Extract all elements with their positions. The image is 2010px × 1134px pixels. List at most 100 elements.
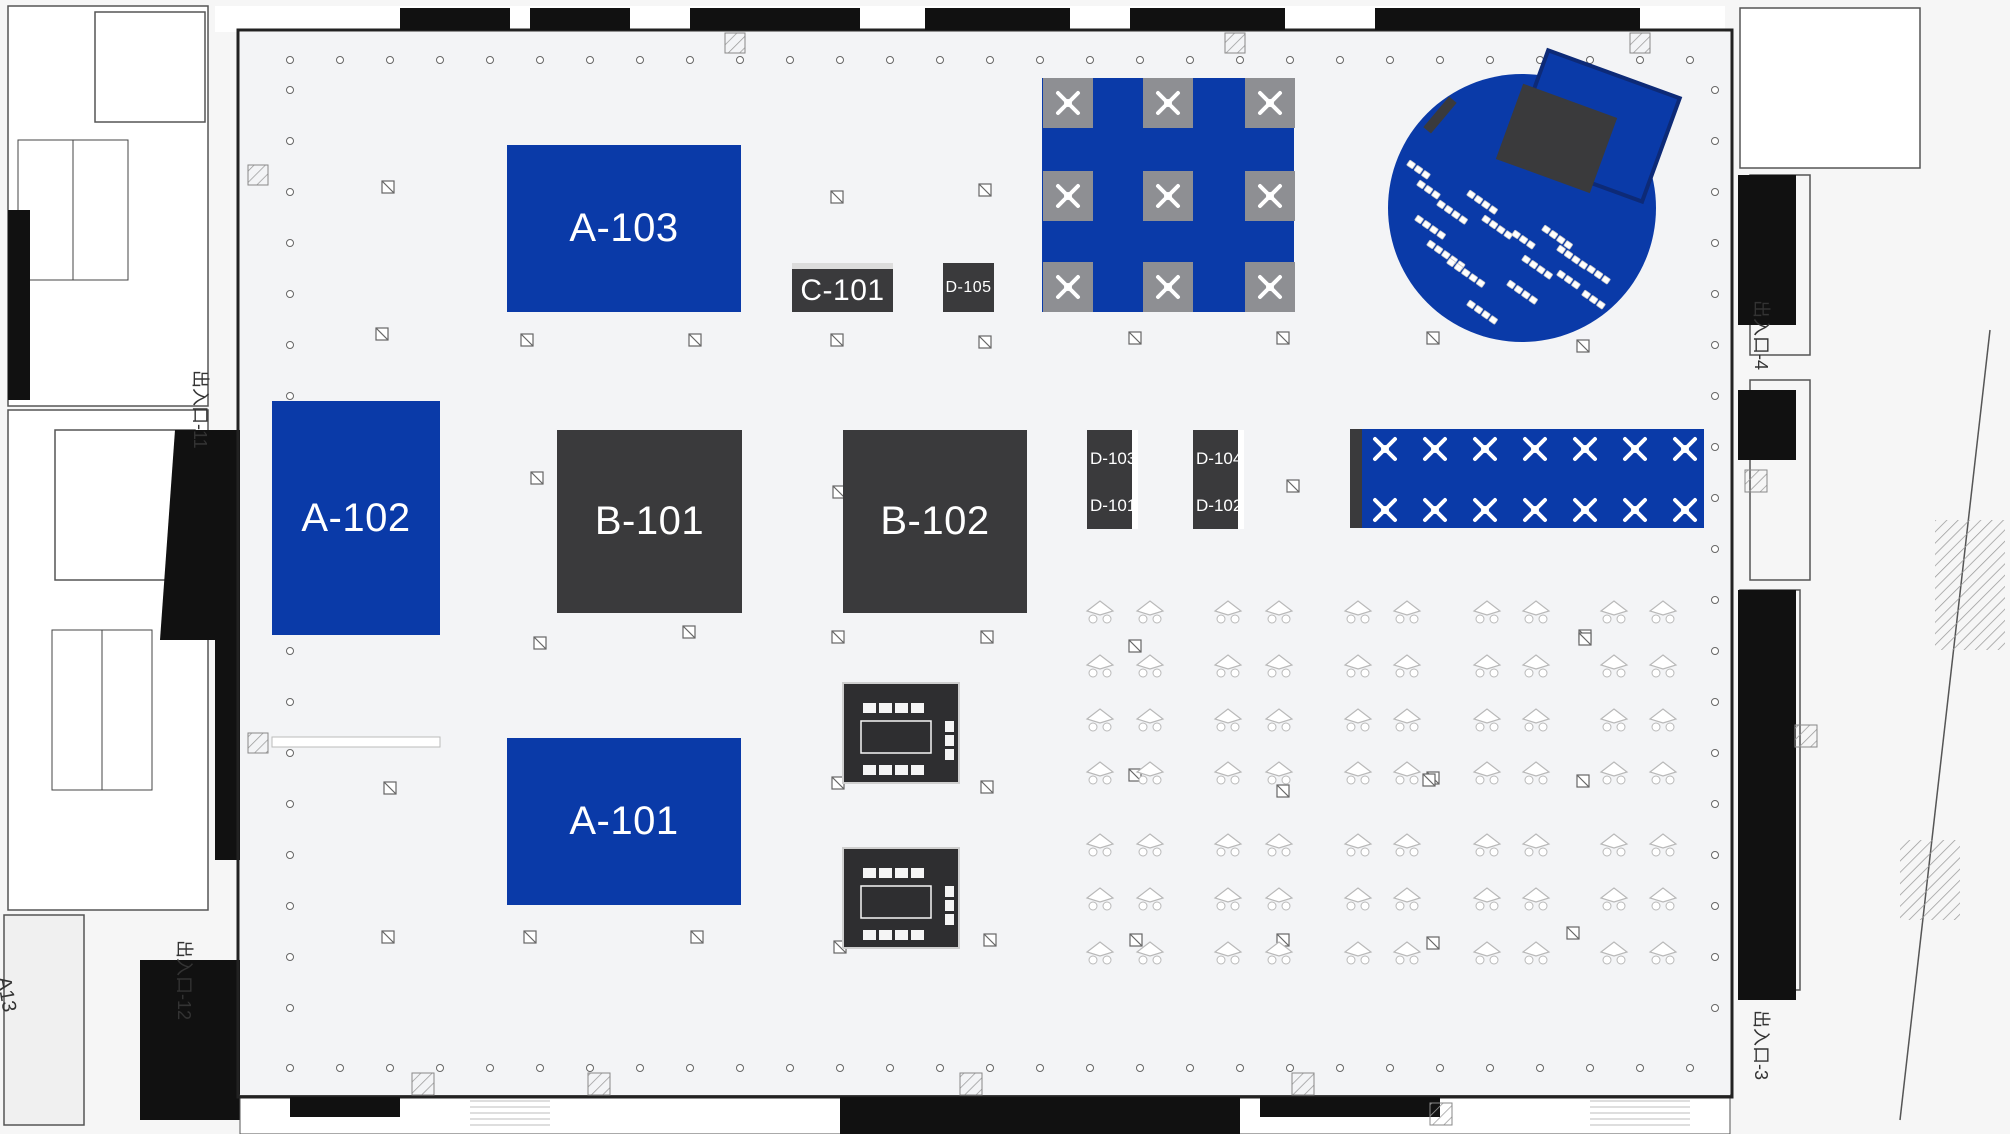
perimeter-dot	[286, 341, 294, 349]
chair-icon	[1623, 498, 1647, 522]
perimeter-dot	[286, 392, 294, 400]
booth-c101[interactable]: C-101	[792, 263, 893, 312]
round-table-icon	[1343, 887, 1373, 911]
seat-row	[1416, 179, 1441, 200]
west-corridor-drawing	[3, 5, 209, 1126]
round-table-icon	[1599, 833, 1629, 857]
chair-icon	[911, 765, 924, 775]
perimeter-dot	[1711, 188, 1719, 196]
round-table-icon	[1213, 654, 1243, 678]
perimeter-dot	[986, 56, 994, 64]
booth-a103[interactable]: A-103	[507, 145, 741, 312]
chair-icon	[879, 703, 892, 713]
round-table-icon	[1521, 600, 1551, 624]
booth-label: A-102	[301, 495, 411, 540]
round-table-icon	[1264, 654, 1294, 678]
booth-d104-d102[interactable]	[1193, 430, 1244, 529]
round-table-icon	[1264, 887, 1294, 911]
booth-post	[1143, 262, 1193, 312]
chair-icon	[945, 735, 954, 746]
column-marker-icon	[530, 471, 544, 485]
chair-icon	[1473, 498, 1497, 522]
seat-row	[1414, 214, 1446, 240]
chair-icon	[879, 868, 892, 878]
meeting-table	[860, 720, 932, 754]
chair-icon	[895, 930, 908, 940]
staircase-icon	[51, 629, 153, 791]
column-marker-icon	[383, 781, 397, 795]
round-table-icon	[1599, 708, 1629, 732]
chair-icon	[863, 703, 876, 713]
perimeter-dot	[1711, 749, 1719, 757]
booth-b101[interactable]: B-101	[557, 430, 742, 613]
entrance-sign-east-lower: 出入口-3	[1751, 1010, 1771, 1081]
perimeter-dot	[1436, 1064, 1444, 1072]
chair-icon	[879, 930, 892, 940]
perimeter-dot	[1711, 545, 1719, 553]
column-marker-icon	[1286, 479, 1300, 493]
seat-row	[1541, 224, 1573, 250]
round-table-icon	[1213, 833, 1243, 857]
perimeter-dot	[436, 56, 444, 64]
booth-post	[1043, 171, 1093, 221]
round-table-icon	[1472, 941, 1502, 965]
round-table-icon	[1599, 600, 1629, 624]
booth-a101[interactable]: A-101	[507, 738, 741, 905]
round-table-icon	[1521, 654, 1551, 678]
round-table-icon	[1135, 887, 1165, 911]
column-marker-icon	[830, 190, 844, 204]
booth-d103-d101[interactable]	[1087, 430, 1138, 529]
chair-icon	[945, 749, 954, 760]
round-table-icon	[1085, 708, 1115, 732]
east-wall-fill	[1738, 590, 1796, 1000]
booth-post	[1043, 78, 1093, 128]
booth-post	[1143, 78, 1193, 128]
round-table-icon	[1135, 600, 1165, 624]
perimeter-dot	[1236, 1064, 1244, 1072]
perimeter-dot	[286, 902, 294, 910]
perimeter-dot	[1711, 902, 1719, 910]
meeting-table-block	[842, 847, 960, 949]
perimeter-dot	[986, 1064, 994, 1072]
chair-icon	[879, 765, 892, 775]
chair-icon	[1258, 91, 1282, 115]
entrance-sign-east-upper: 出入口-4	[1751, 300, 1771, 371]
round-table-icon	[1343, 600, 1373, 624]
column-marker-icon	[1128, 639, 1142, 653]
seat-row	[1466, 299, 1498, 325]
perimeter-dot	[286, 290, 294, 298]
perimeter-dot	[286, 56, 294, 64]
round-table-icon	[1213, 761, 1243, 785]
round-table-icon	[1472, 761, 1502, 785]
column-marker-icon	[980, 630, 994, 644]
chair-icon	[1258, 275, 1282, 299]
round-table-icon	[1213, 887, 1243, 911]
perimeter-dot	[286, 86, 294, 94]
booth-d105[interactable]: D-105	[943, 263, 994, 312]
booth-post	[1245, 171, 1295, 221]
chair-icon	[1056, 275, 1080, 299]
round-table-icon	[1648, 654, 1678, 678]
round-table-icon	[1343, 654, 1373, 678]
round-table-icon	[1085, 654, 1115, 678]
column-marker-icon	[533, 636, 547, 650]
round-table-icon	[1648, 761, 1678, 785]
perimeter-dot	[1336, 56, 1344, 64]
booth-b102[interactable]: B-102	[843, 430, 1027, 613]
round-table-icon	[1213, 600, 1243, 624]
round-table-icon	[1392, 941, 1422, 965]
booth-a102[interactable]: A-102	[272, 401, 440, 635]
perimeter-dot	[1711, 596, 1719, 604]
round-table-icon	[1521, 761, 1551, 785]
perimeter-dot	[286, 851, 294, 859]
perimeter-dot	[1236, 56, 1244, 64]
south-wall-segments	[290, 1097, 1440, 1134]
chair-icon	[1056, 184, 1080, 208]
column-marker-icon	[523, 930, 537, 944]
round-table-icon	[1521, 833, 1551, 857]
round-table-icon	[1392, 600, 1422, 624]
seat-row	[1506, 279, 1538, 305]
chair-icon	[1473, 437, 1497, 461]
perimeter-dot	[1686, 56, 1694, 64]
entrance-sign-west-lower: 出入口-12	[174, 940, 194, 1021]
